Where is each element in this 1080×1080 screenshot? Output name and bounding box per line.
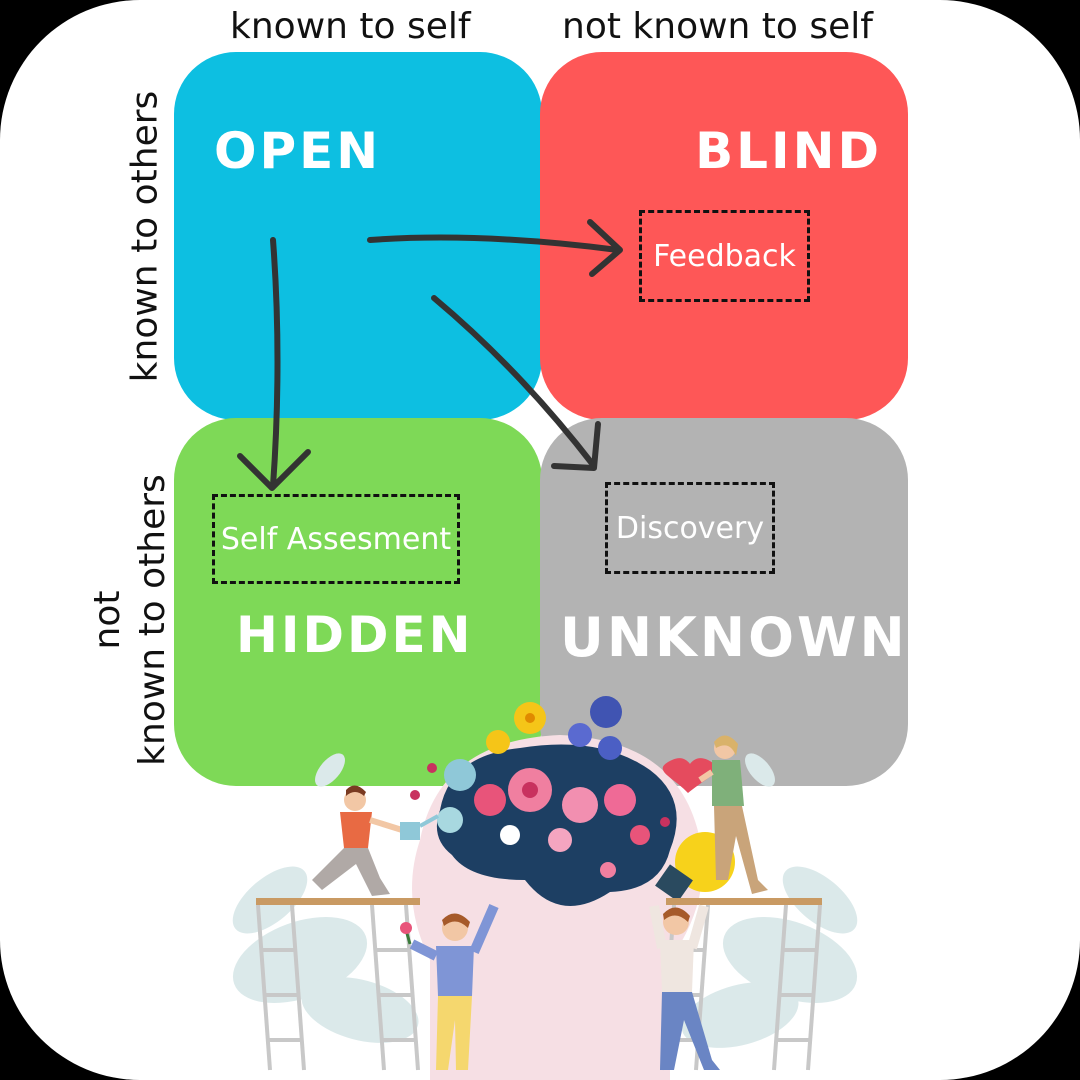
flower-icon <box>562 787 598 823</box>
discovery-box: Discovery <box>605 482 775 574</box>
arrow-open-to-blind <box>367 234 621 253</box>
arrow-head-unknown <box>551 421 601 471</box>
flower-icon <box>474 784 506 816</box>
arrow-open-to-unknown <box>431 295 597 469</box>
flower-icon <box>598 736 622 760</box>
arrow-head-blind <box>587 219 623 277</box>
person-carrying-bulb-icon <box>649 904 720 1070</box>
flower-cluster <box>410 696 670 878</box>
flower-icon <box>548 828 572 852</box>
person-holding-heart-icon <box>698 735 768 894</box>
person-with-flower-icon <box>400 904 499 1070</box>
flower-icon <box>630 825 650 845</box>
person-watering-icon <box>312 785 439 896</box>
flower-icon <box>604 784 636 816</box>
axis-not-known-to-self: not known to self <box>562 6 873 47</box>
quadrant-hidden-title: HIDDEN <box>236 606 474 664</box>
arrow-head-hidden <box>237 449 311 491</box>
flower-icon <box>568 723 592 747</box>
flower-icon <box>437 807 463 833</box>
flower-icon <box>500 825 520 845</box>
platform-left <box>256 898 420 905</box>
leaf-icon <box>745 753 775 787</box>
quadrant-open-title: OPEN <box>214 122 382 180</box>
flower-icon <box>600 862 616 878</box>
quadrant-hidden: Self Assesment HIDDEN <box>174 418 542 786</box>
flower-icon <box>444 759 476 791</box>
leaf-icon <box>722 917 858 1003</box>
heart-icon <box>662 758 716 793</box>
feedback-box: Feedback <box>639 210 810 302</box>
axis-known-to-self: known to self <box>230 6 471 47</box>
leaf-icon <box>315 753 345 787</box>
flower-icon <box>590 696 622 728</box>
quadrant-blind-title: BLIND <box>695 122 882 180</box>
self-assessment-box: Self Assesment <box>212 494 460 584</box>
flower-icon <box>486 730 510 754</box>
leaf-icon <box>681 982 799 1048</box>
quadrant-unknown-title: UNKNOWN <box>560 606 908 669</box>
platform-right <box>666 898 822 905</box>
arrow-open-to-hidden <box>270 237 281 489</box>
